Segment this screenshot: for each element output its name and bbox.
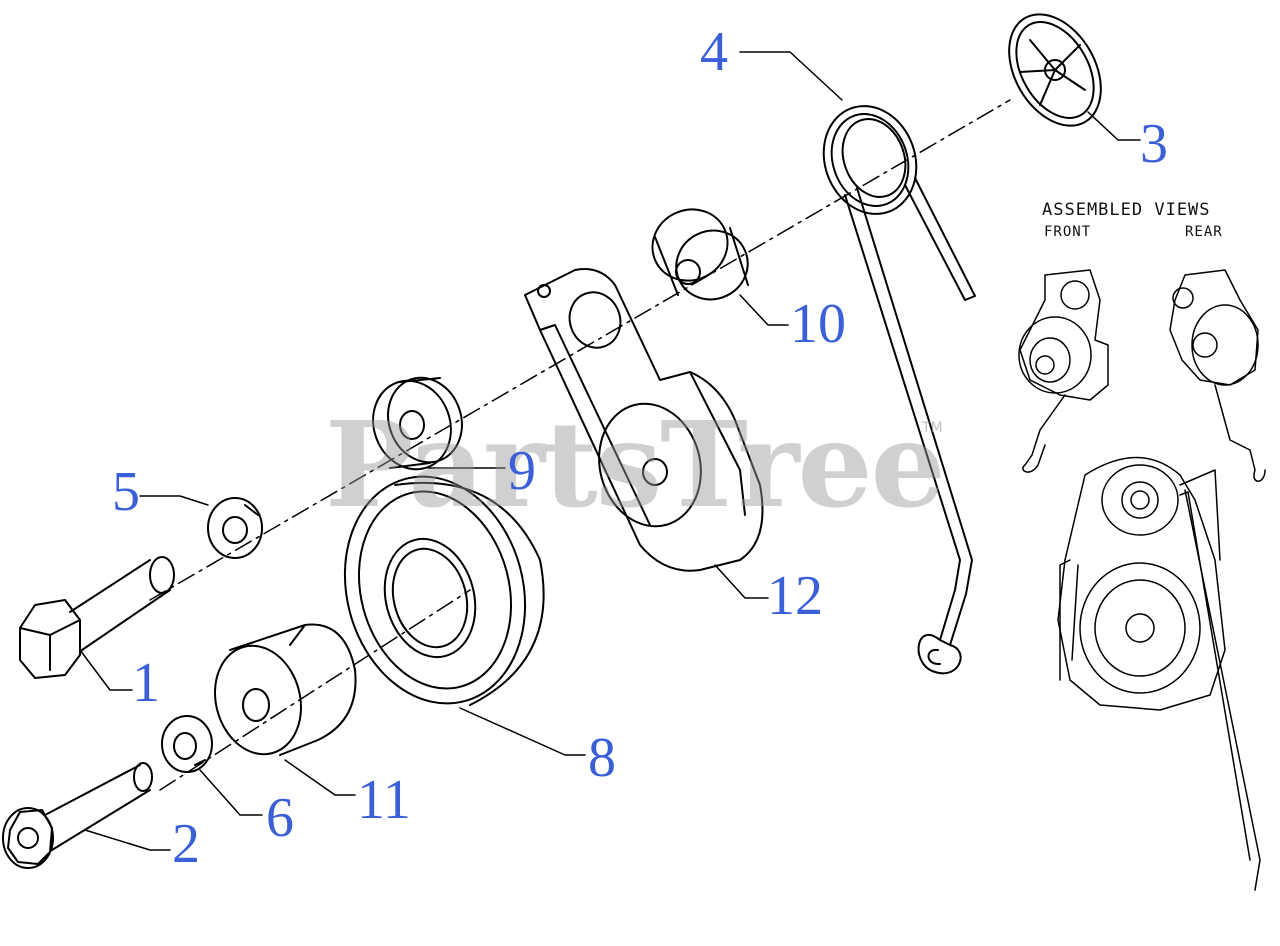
- callout-1[interactable]: 1: [132, 652, 160, 714]
- leader-11: [284, 759, 356, 796]
- watermark-trademark: TM: [922, 420, 943, 436]
- leader-2: [84, 829, 171, 851]
- front-caption: FRONT: [1044, 224, 1092, 240]
- hex-bolt-part-1: [19, 556, 175, 679]
- star-washer-part-3: [1008, 13, 1102, 127]
- leader-12: [714, 564, 769, 599]
- callout-5[interactable]: 5: [112, 461, 140, 523]
- idler-bracket-part-12: [524, 268, 764, 572]
- lower-axis: [159, 589, 471, 791]
- callout-12[interactable]: 12: [767, 565, 823, 627]
- callout-3[interactable]: 3: [1140, 113, 1168, 175]
- lock-washer-part-6: [161, 715, 213, 773]
- torsion-spring-part-4: [822, 105, 976, 675]
- leader-10: [739, 294, 789, 326]
- assembled-rear-view: [1169, 269, 1266, 482]
- step-spacer-part-11: [214, 623, 357, 756]
- callout-6[interactable]: 6: [266, 787, 294, 849]
- leader-4: [739, 51, 843, 101]
- leader-5: [139, 495, 209, 506]
- callout-11[interactable]: 11: [357, 769, 411, 831]
- assembled-front-view: [1018, 269, 1109, 473]
- lock-washer-part-5: [207, 497, 263, 559]
- idler-pulley-part-8: [343, 475, 545, 706]
- leader-1: [79, 649, 133, 691]
- leader-3: [1087, 111, 1141, 141]
- callout-2[interactable]: 2: [172, 813, 200, 875]
- leader-6: [199, 769, 263, 816]
- watermark: PartsTree: [325, 395, 946, 534]
- installed-view: [1057, 456, 1261, 891]
- callout-10[interactable]: 10: [790, 293, 846, 355]
- assembled-views-title: ASSEMBLED VIEWS: [1042, 200, 1211, 220]
- assembly-axis: [149, 99, 1011, 601]
- flat-washer-part-9: [372, 376, 463, 471]
- callout-8[interactable]: 8: [588, 727, 616, 789]
- leader-8: [459, 707, 586, 756]
- callout-4[interactable]: 4: [700, 21, 728, 83]
- flange-bolt-part-2: [2, 762, 153, 869]
- leader-lines: [79, 51, 1141, 851]
- callout-9[interactable]: 9: [508, 440, 536, 502]
- rear-caption: REAR: [1185, 224, 1223, 240]
- spacer-part-10: [651, 208, 749, 301]
